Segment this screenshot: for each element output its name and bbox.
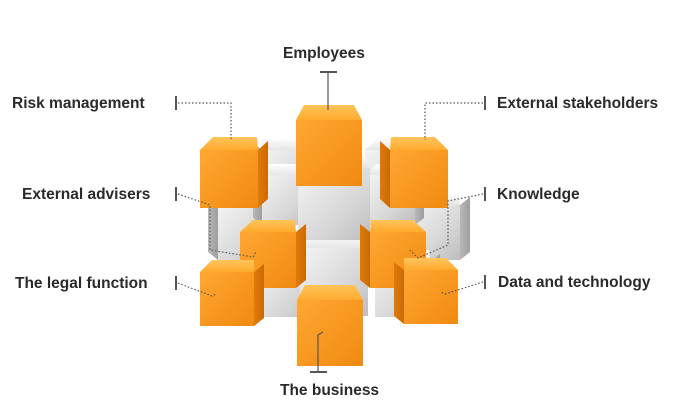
cube-face	[200, 260, 254, 272]
cube-face	[297, 300, 363, 366]
cube-face	[200, 137, 258, 150]
cube-face	[380, 141, 390, 208]
orange-cube	[200, 260, 264, 326]
cube-face	[394, 262, 404, 324]
cube-face	[370, 220, 426, 232]
orange-cube	[297, 285, 363, 366]
leader-knowledge	[409, 193, 484, 259]
cube-face	[296, 120, 362, 186]
cube-face	[208, 197, 218, 260]
orange-cube	[394, 258, 458, 324]
leader-legal-function	[177, 282, 217, 297]
cube-face	[254, 264, 264, 326]
cube-face	[390, 150, 448, 208]
label-employees: Employees	[283, 45, 365, 62]
orange-cube	[380, 137, 448, 208]
leader-business	[317, 331, 324, 372]
cube-face	[200, 150, 258, 208]
label-business: The business	[280, 382, 380, 399]
label-risk-management: Risk management	[12, 95, 145, 112]
cube-face	[390, 137, 448, 150]
cube-face	[360, 224, 370, 288]
cube-face	[240, 220, 296, 232]
leader-lines	[175, 71, 486, 373]
leader-risk-management	[178, 102, 232, 140]
orange-cube	[200, 137, 268, 208]
cube-face	[404, 258, 458, 270]
label-external-advisers: External advisers	[22, 186, 151, 203]
leader-external-stakeholders	[424, 102, 483, 140]
cube-face	[296, 105, 362, 120]
leader-data-technology	[440, 281, 484, 295]
orange-cube	[296, 105, 362, 186]
label-knowledge: Knowledge	[497, 186, 580, 203]
label-external-stakeholders: External stakeholders	[497, 95, 659, 112]
cube-face	[404, 270, 458, 324]
cube-face	[460, 197, 470, 260]
cube-face	[258, 141, 268, 208]
label-legal-function: The legal function	[15, 275, 148, 292]
cube-face	[200, 272, 254, 326]
label-data-technology: Data and technology	[498, 274, 651, 291]
cube-face	[297, 285, 363, 300]
cube-face	[296, 224, 306, 288]
